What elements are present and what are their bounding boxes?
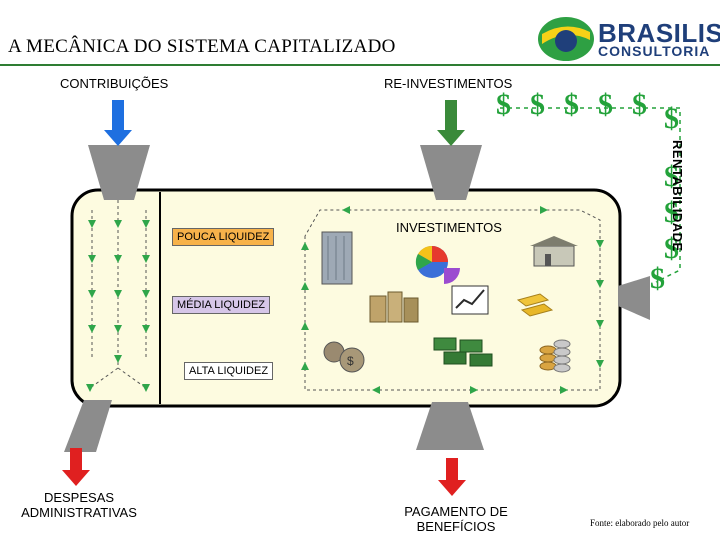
dollar-icon: $ [632,88,647,121]
dollar-icon: $ [650,262,665,295]
arrow-contribuicoes [104,100,132,146]
label-despesas: DESPESAS ADMINISTRATIVAS [14,490,144,520]
brasilis-logo-icon [538,17,594,61]
funnel-contribuicoes [88,145,150,200]
funnel-rentabilidade [618,276,650,320]
building-icon [321,231,353,285]
label-pagamento: PAGAMENTO DE BENEFÍCIOS [396,504,516,534]
arrow-pagamento [438,458,466,496]
label-investimentos: INVESTIMENTOS [396,220,502,235]
label-rentabilidade: RENTABILIDADE [670,140,685,252]
label-alta-liquidez: ALTA LIQUIDEZ [184,362,274,380]
funnel-despesas [64,400,112,452]
label-media-liquidez: MÉDIA LIQUIDEZ [172,296,271,314]
money-bags-icon: $ [323,341,365,373]
dollar-icon: $ [664,160,679,193]
arrow-despesas [62,448,90,486]
arrow-reinvestimentos [437,100,465,146]
reinvestment-dollar-path [500,107,681,283]
pie-chart-icon [415,245,460,284]
coin-stacks-icon [539,339,571,373]
label-despesas-line2: ADMINISTRATIVAS [21,505,137,520]
money-bundles-icon [369,291,419,323]
flow-investment-loop [304,209,601,391]
label-contribuicoes: CONTRIBUIÇÕES [60,76,169,91]
flow-markers [86,206,604,394]
dollar-icon: $ [664,196,679,229]
svg-text:$: $ [347,354,354,368]
dollar-icon: $ [664,232,679,265]
title-underline [0,64,720,66]
label-reinvestimentos: RE-INVESTIMENTOS [384,76,513,91]
label-despesas-line1: DESPESAS [43,490,115,505]
growth-chart-icon [451,285,489,315]
brand-name: BRASILIS [598,18,720,48]
label-pouca-liquidez: POUCA LIQUIDEZ [172,228,275,246]
dollar-icon: $ [564,88,579,121]
label-pagamento-line1: PAGAMENTO DE [404,504,508,519]
funnel-reinvestimentos [420,145,482,200]
dollar-icon: $ [598,88,613,121]
dollar-icon: $ [496,88,511,121]
brand-subtitle: CONSULTORIA [598,43,711,59]
house-icon [530,236,578,267]
page-title: A MECÂNICA DO SISTEMA CAPITALIZADO [8,36,396,57]
dollar-icon: $ [530,88,545,121]
gold-bars-icon [516,293,554,317]
label-pagamento-line2: BENEFÍCIOS [416,519,496,534]
funnel-pagamento [416,402,484,450]
source-note: Fonte: elaborado pelo autor [590,518,690,528]
cash-stacks-icon [433,337,493,367]
dollar-icon: $ [664,102,679,135]
